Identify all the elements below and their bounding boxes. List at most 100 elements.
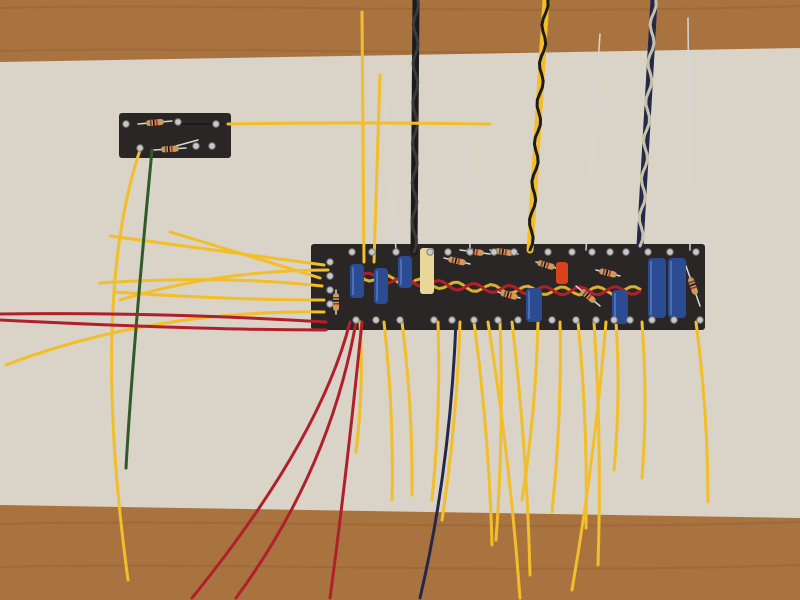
board-components	[146, 118, 698, 324]
yellow-wire	[400, 320, 414, 497]
capacitor-highlight	[670, 261, 672, 315]
resistor-band	[691, 288, 698, 293]
resistor-band	[333, 306, 339, 308]
resistor-band	[586, 294, 592, 300]
resistor-band	[475, 249, 478, 256]
resistor-band	[509, 292, 513, 299]
green-wire	[124, 148, 154, 470]
turret-eyelet	[430, 316, 438, 324]
carbon-resistor	[500, 290, 518, 300]
resistor-band	[451, 256, 455, 264]
blue-capacitor	[648, 258, 666, 318]
turret-eyelet	[396, 316, 404, 324]
yellow-wire	[550, 320, 562, 514]
silver-lead	[175, 139, 199, 147]
resistor-band	[158, 119, 161, 126]
turret-eyelet	[514, 316, 522, 324]
turret-eyelet	[136, 144, 144, 152]
turret-eyelet	[544, 248, 552, 256]
yellow-wire	[168, 230, 322, 280]
capacitor-highlight	[614, 293, 616, 321]
wire-harness	[0, 0, 710, 600]
silver-lead	[467, 111, 471, 251]
turret-eyelet	[470, 316, 478, 324]
cream-capacitor	[420, 248, 434, 294]
yellow-wire	[4, 310, 326, 367]
yellow-wire	[108, 234, 326, 267]
turret-eyelet	[610, 316, 618, 324]
resistor-band	[333, 303, 339, 305]
carbon-resistor	[448, 256, 466, 266]
resistor-band	[478, 249, 481, 256]
turret-eyelet	[568, 248, 576, 256]
turret-eyelet	[426, 248, 434, 256]
yellow-wire	[472, 320, 494, 547]
turret-eyelet	[192, 142, 200, 150]
resistor-band	[460, 258, 464, 266]
turret-eyelet	[368, 248, 376, 256]
capacitor-highlight	[352, 267, 354, 295]
yellow-wire	[372, 73, 382, 264]
yellow-wire	[612, 320, 620, 472]
resistor-band	[584, 292, 590, 299]
turret-eyelet	[648, 316, 656, 324]
turret-eyelet	[644, 248, 652, 256]
black-twisted-pair	[410, 0, 420, 254]
resistor-band	[690, 285, 697, 290]
turret-eyelet	[626, 316, 634, 324]
turret-eyelet	[548, 316, 556, 324]
silver-lead	[687, 17, 691, 251]
yellow-wire	[592, 320, 601, 567]
resistor-band	[605, 269, 609, 276]
resistor-band	[507, 249, 510, 256]
turret-eyelet	[494, 316, 502, 324]
yellow-wire	[570, 320, 608, 592]
capacitor-highlight	[376, 271, 378, 301]
red-wire	[234, 320, 358, 600]
turret-eyelet	[606, 248, 614, 256]
turret-eyelet	[208, 142, 216, 150]
resistor-body	[333, 293, 339, 311]
resistor-band	[602, 268, 606, 276]
small-board-resistor	[161, 145, 179, 153]
yellow-wire	[110, 148, 142, 582]
turret-eyelet	[326, 300, 334, 308]
carbon-resistor	[537, 260, 555, 270]
resistor-band	[498, 248, 502, 255]
resistor-band	[167, 146, 170, 153]
resistor-band	[504, 249, 507, 256]
red-wire	[328, 320, 364, 600]
carbon-resistor	[333, 293, 339, 311]
resistor-band	[543, 261, 547, 268]
resistor-band	[501, 248, 505, 255]
resistor-band	[548, 263, 553, 270]
yellow-black-twisted-pair	[528, 0, 550, 252]
turret-eyelet	[592, 316, 600, 324]
resistor-band	[546, 262, 550, 269]
resistor-band	[457, 258, 461, 265]
carbon-resistor	[580, 289, 596, 303]
red-wire	[0, 318, 328, 332]
resistor-band	[506, 291, 510, 298]
resistor-band	[512, 293, 516, 300]
navy-white-twisted-pair	[637, 0, 658, 248]
turret-eyelet	[572, 316, 580, 324]
resistor-band	[333, 300, 339, 302]
turret-eyelet	[510, 248, 518, 256]
resistor-band	[333, 297, 339, 299]
turret-eyelet	[666, 248, 674, 256]
capacitor-highlight	[650, 261, 652, 315]
red-wire	[190, 320, 352, 600]
capacitor-highlight	[400, 259, 402, 285]
turret-eyelet	[588, 248, 596, 256]
turret-eyelet	[174, 118, 182, 126]
carbon-resistor	[495, 248, 513, 256]
yellow-wire	[118, 268, 330, 302]
turret-eyelet	[696, 316, 704, 324]
turret-eyelet	[466, 248, 474, 256]
resistor-band	[170, 145, 173, 152]
resistor-band	[164, 146, 167, 153]
small-board-resistor	[146, 118, 164, 127]
turret-eyelet	[448, 316, 456, 324]
